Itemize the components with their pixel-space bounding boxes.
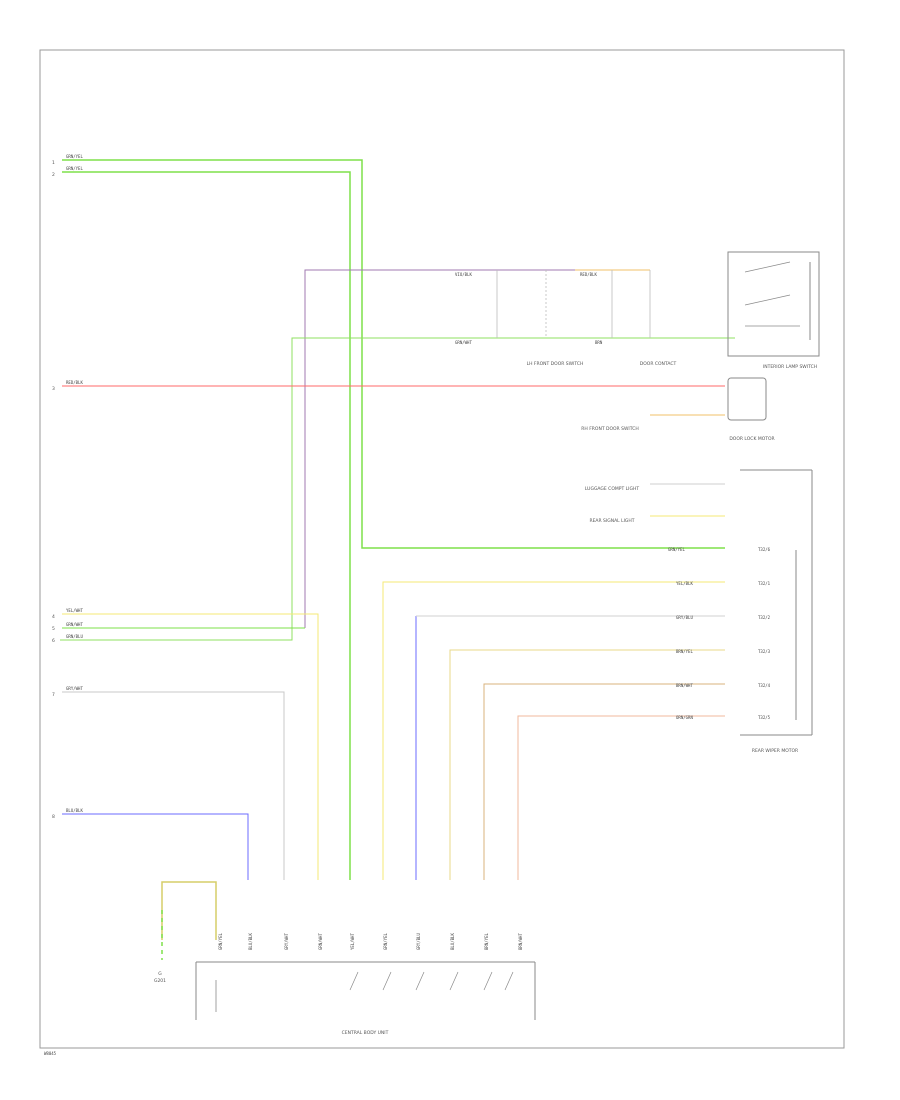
left-label-8: BLU/BLK	[66, 808, 83, 813]
left-label-5: GRN/WHT	[66, 622, 83, 627]
left-label-6: GRN/BLU	[66, 634, 83, 639]
wire-yellow-right	[382, 581, 725, 880]
left-pin-1: 1	[52, 160, 55, 166]
wire-green-1	[62, 159, 725, 549]
luggage-caption: LUGGAGE COMPT LIGHT	[585, 486, 639, 492]
door-contact-caption: DOOR CONTACT	[640, 361, 677, 367]
bottom-code-10: BRN/WHT	[518, 933, 523, 950]
wire-purple	[304, 269, 650, 628]
left-label-7: GRY/WHT	[66, 686, 83, 691]
wire-salmon-right	[517, 715, 725, 880]
left-label-1: GRN/YEL	[66, 154, 83, 159]
bottom-code-7: GRY/BLU	[416, 933, 421, 950]
rh-door-caption: RH FRONT DOOR SWITCH	[581, 426, 639, 432]
wire-tan-right	[449, 649, 725, 880]
ground-code: G201	[154, 978, 166, 984]
left-pin-8: 8	[52, 814, 55, 820]
diagram-code: W8045	[44, 1051, 57, 1056]
bottom-code-4: GRN/WHT	[318, 933, 323, 950]
rear-lamp-caption: REAR SIGNAL LIGHT	[589, 518, 634, 524]
right-label-3: GRY/BLU	[676, 615, 693, 620]
left-pin-3: 3	[52, 386, 55, 392]
bottom-code-1: GRN/YEL	[218, 933, 223, 950]
upper-switch-contact-1	[744, 261, 791, 273]
lower-switch-caption: REAR WIPER MOTOR	[752, 748, 798, 754]
wire-green-2	[62, 171, 351, 880]
bottom-code-3: GRY/WHT	[284, 933, 289, 950]
control-switches	[349, 971, 514, 991]
top-label-3: RED/BLK	[580, 272, 597, 277]
motor-box	[727, 377, 767, 421]
bottom-code-8: BLU/BLK	[450, 933, 455, 950]
wire-gray-left	[62, 691, 285, 880]
bottom-code-9: BRN/YEL	[484, 933, 489, 950]
right-label-4: BRN/YEL	[676, 649, 693, 654]
bottom-code-6: GRN/YEL	[383, 933, 388, 950]
top-label-2: GRN/WHT	[455, 340, 472, 345]
connector-code-4: T32/4	[758, 683, 771, 688]
bottom-code-group: GRN/YEL BLU/BLK GRY/WHT GRN/WHT YEL/WHT …	[218, 933, 523, 950]
left-pin-2: 2	[52, 172, 55, 178]
connector-code-6: T32/6	[758, 547, 771, 552]
left-label-3: RED/BLK	[66, 380, 83, 385]
left-pin-6: 6	[52, 638, 55, 644]
left-pin-7: 7	[52, 692, 55, 698]
wire-blue-left	[62, 813, 249, 880]
top-label-4: BRN	[595, 340, 603, 345]
right-label-5: BRN/WHT	[676, 683, 693, 688]
upper-switch-contact-2	[744, 294, 791, 306]
wire-yellow-left	[62, 613, 319, 880]
connector-code-1: T32/1	[758, 581, 771, 586]
right-label-1: GRN/YEL	[668, 547, 685, 552]
left-pin-5: 5	[52, 626, 55, 632]
bottom-code-2: BLU/BLK	[248, 933, 253, 950]
bottom-code-5: YEL/WHT	[350, 933, 355, 950]
right-label-6: ORN/GRN	[676, 715, 693, 720]
ground-caption: G	[158, 971, 162, 977]
motor-caption: DOOR LOCK MOTOR	[729, 436, 774, 442]
connector-code-3: T32/3	[758, 649, 771, 654]
lh-door-caption: LH FRONT DOOR SWITCH	[527, 361, 584, 367]
upper-switch-caption: INTERIOR LAMP SWITCH	[763, 364, 817, 370]
upper-switch-box	[727, 251, 820, 357]
diagram-frame	[39, 49, 845, 1049]
wire-brown-right	[483, 683, 725, 880]
left-pin-4: 4	[52, 614, 55, 620]
ground-wire	[161, 881, 217, 940]
wire-green-3	[60, 337, 735, 641]
top-label-1: VIO/BLK	[455, 272, 472, 277]
left-label-4: YEL/WHT	[66, 608, 83, 613]
left-label-2: GRN/YEL	[66, 166, 83, 171]
right-label-2: YEL/BLK	[676, 581, 693, 586]
control-unit-caption: CENTRAL BODY UNIT	[342, 1030, 389, 1036]
connector-code-5: T32/5	[758, 715, 771, 720]
connector-code-2: T32/2	[758, 615, 771, 620]
